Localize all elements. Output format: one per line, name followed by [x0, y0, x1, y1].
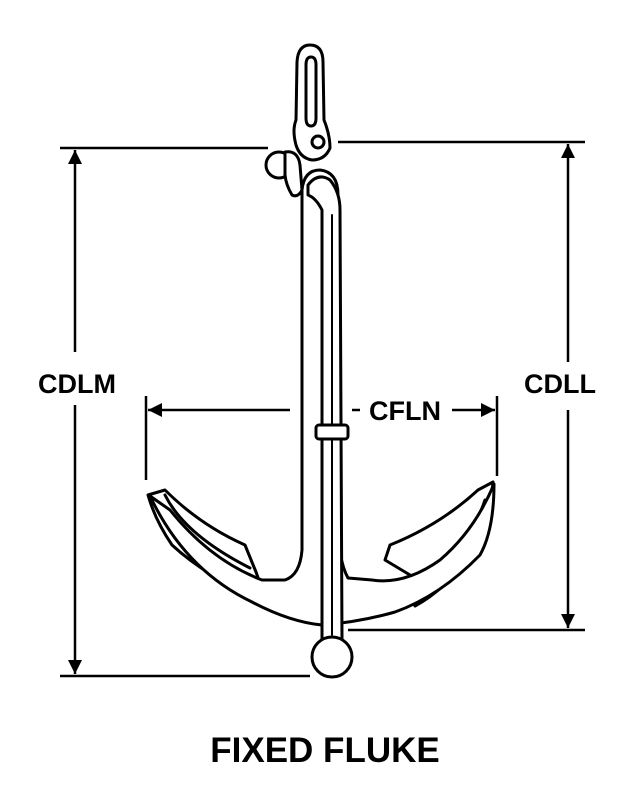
- dimension-cfln: [144, 396, 499, 480]
- stock-knob-bottom: [310, 635, 354, 679]
- dimension-cdlm: [60, 146, 310, 678]
- cfln-label: CFLN: [369, 396, 441, 426]
- left-fluke-inner-edge: [163, 493, 252, 570]
- cdll-label: CDLL: [524, 369, 596, 399]
- shackle-pin: [310, 134, 326, 150]
- diagram-title: FIXED FLUKE: [210, 731, 439, 770]
- anchor-shackle-slot: [304, 55, 318, 128]
- anchor-shackle: [292, 43, 332, 162]
- shank-collar: [314, 423, 350, 441]
- anchor-shank: [306, 175, 344, 642]
- cdlm-label: CDLM: [38, 369, 116, 399]
- anchor: [146, 43, 496, 679]
- stock-bar: [283, 150, 304, 198]
- dimension-cdll: [338, 140, 585, 632]
